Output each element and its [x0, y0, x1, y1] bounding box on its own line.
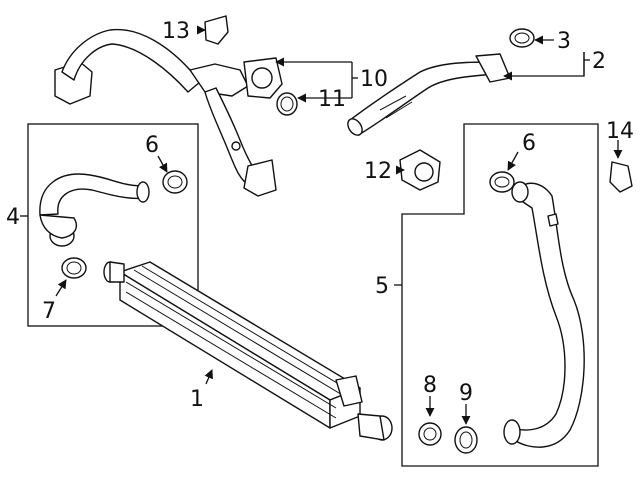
- part-4-hose: [39, 173, 150, 247]
- callout-6b: 6: [522, 131, 536, 156]
- callout-7: 7: [42, 299, 56, 324]
- leader-lines: [20, 25, 623, 425]
- part-3-clamp: [509, 28, 535, 48]
- part-8-clamp: [418, 422, 442, 446]
- callout-labels: 1 2 3 4 5 6 6 7 8 9 10 11 12 13 14: [6, 19, 634, 412]
- callout-13: 13: [162, 19, 190, 44]
- part-6-clamp-left: [162, 170, 188, 194]
- part-12-flange: [399, 149, 441, 191]
- part-6-clamp-right: [489, 171, 515, 193]
- part-14-bracket: [609, 161, 633, 193]
- callout-6a: 6: [145, 133, 159, 158]
- part-7-clamp: [61, 257, 87, 279]
- part-5-hose: [503, 181, 585, 448]
- callout-8: 8: [423, 373, 437, 398]
- part-1-intercooler: [103, 261, 393, 441]
- part-9-seal: [454, 426, 478, 454]
- callout-1: 1: [190, 387, 204, 412]
- part-13-bracket: [204, 15, 229, 45]
- callout-12: 12: [364, 159, 392, 184]
- group-box-4: [27, 123, 199, 327]
- callout-3: 3: [557, 29, 571, 54]
- callout-4: 4: [6, 205, 20, 230]
- callout-10: 10: [360, 67, 388, 92]
- part-11-gasket: [276, 92, 298, 116]
- callout-2: 2: [592, 49, 606, 74]
- upper-intake-pipe-assembly: [54, 28, 283, 197]
- callout-5: 5: [375, 274, 389, 299]
- callout-11: 11: [318, 87, 346, 112]
- group-box-5: [401, 123, 599, 467]
- callout-9: 9: [459, 381, 473, 406]
- callout-14: 14: [606, 119, 634, 144]
